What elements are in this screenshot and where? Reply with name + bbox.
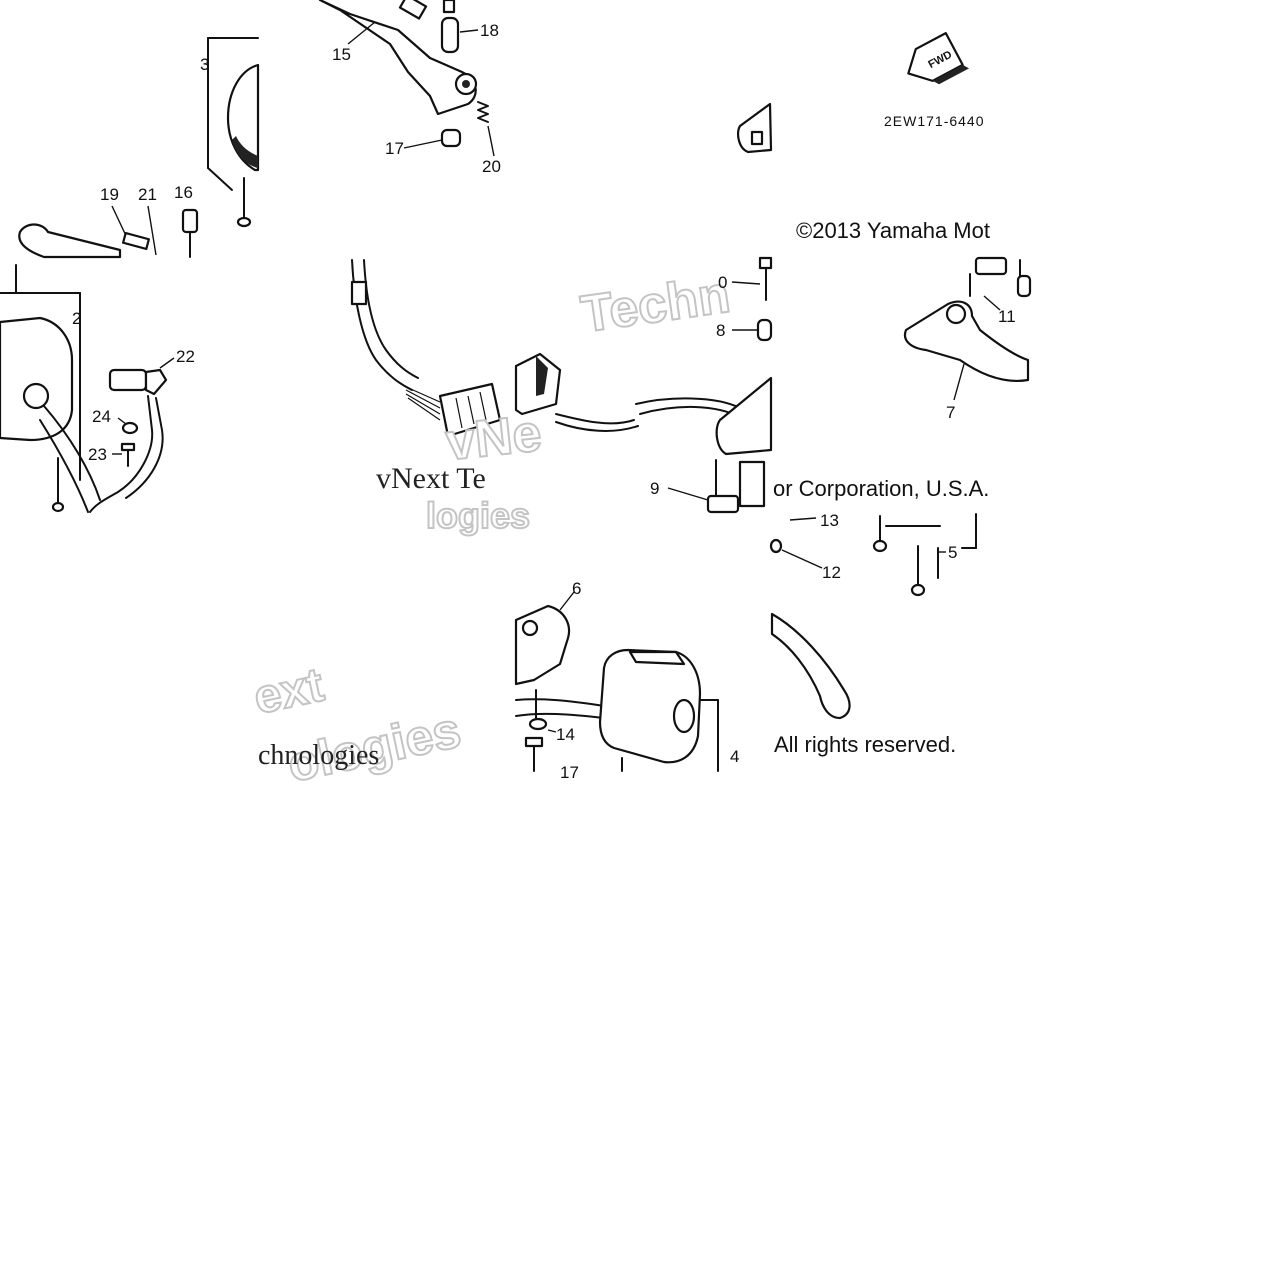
- callout-4: 4: [730, 747, 739, 766]
- callout-6: 6: [572, 579, 581, 598]
- tile-middle-center: vNe vNext Te logies: [350, 259, 545, 537]
- holder-6: [514, 604, 571, 686]
- part-code: 2EW171-6440: [884, 113, 985, 129]
- watermark-chnologies: chnologies: [258, 740, 379, 771]
- callout-22: 22: [176, 347, 195, 366]
- callout-17: 17: [385, 139, 404, 158]
- tile-lower-center-right: 6 4 14 17: [514, 579, 739, 782]
- switch-housing-4: [598, 648, 702, 764]
- callout-10: 0: [718, 273, 727, 292]
- copyright-line-2: or Corporation, U.S.A.: [773, 476, 989, 501]
- watermark-logies-mid: logies: [426, 495, 530, 536]
- callout-9: 9: [650, 479, 659, 498]
- lever-end: [770, 612, 851, 720]
- lever-7: [903, 300, 1030, 382]
- callout-5: 5: [948, 543, 957, 562]
- wiring-connector: [438, 382, 502, 438]
- callout-23: 23: [88, 445, 107, 464]
- tile-lower-middle-left: ext ologies chnologies: [248, 657, 466, 793]
- callout-2: 2: [72, 309, 81, 328]
- callout-19: 19: [100, 185, 119, 204]
- callout-14: 14: [556, 725, 575, 744]
- callout-7: 7: [946, 403, 955, 422]
- callout-18: 18: [480, 21, 499, 40]
- tile-top-right: FWD 2EW171-6440 ©2013 Yamaha Mot: [796, 32, 990, 243]
- copyright-line-1: ©2013 Yamaha Mot: [796, 218, 990, 243]
- callout-13: 13: [820, 511, 839, 530]
- watermark-ext: ext: [249, 658, 328, 724]
- fwd-arrow-icon: FWD: [907, 32, 970, 85]
- tile-top-center-right: [737, 102, 773, 154]
- callout-21: 21: [138, 185, 157, 204]
- callout-17b: 17: [560, 763, 579, 782]
- tile-middle-center-right: Techn 0 8 9: [514, 256, 773, 514]
- watermark-techn: Techn: [578, 266, 734, 344]
- watermark-vnext-te: vNext Te: [376, 462, 486, 495]
- callout-20: 20: [482, 157, 501, 176]
- watermark-vne: vNe: [443, 404, 544, 472]
- lever-holder: [715, 376, 773, 456]
- tile-top-left: 3 19 21 16: [18, 37, 260, 259]
- clutch-lever: [18, 223, 122, 259]
- callout-8: 8: [716, 321, 725, 340]
- callout-16: 16: [174, 183, 193, 202]
- brake-lever-15: [318, 0, 477, 116]
- tile-middle-right: 11 7 or Corporation, U.S.A.: [773, 256, 1032, 501]
- tile-top-middle: 15 18 20 17: [318, 0, 501, 176]
- copyright-line-3: All rights reserved.: [774, 732, 956, 757]
- tile-middle-left: 2 22 24 23: [0, 264, 195, 513]
- callout-11: 11: [998, 307, 1016, 326]
- callout-3: 3: [200, 55, 209, 74]
- switch-housing-right: [0, 316, 74, 442]
- callout-24: 24: [92, 407, 111, 426]
- callout-12: 12: [822, 563, 841, 582]
- tile-lower-right: 13 12 5 All rights reserved.: [769, 511, 977, 757]
- callout-15: 15: [332, 45, 351, 64]
